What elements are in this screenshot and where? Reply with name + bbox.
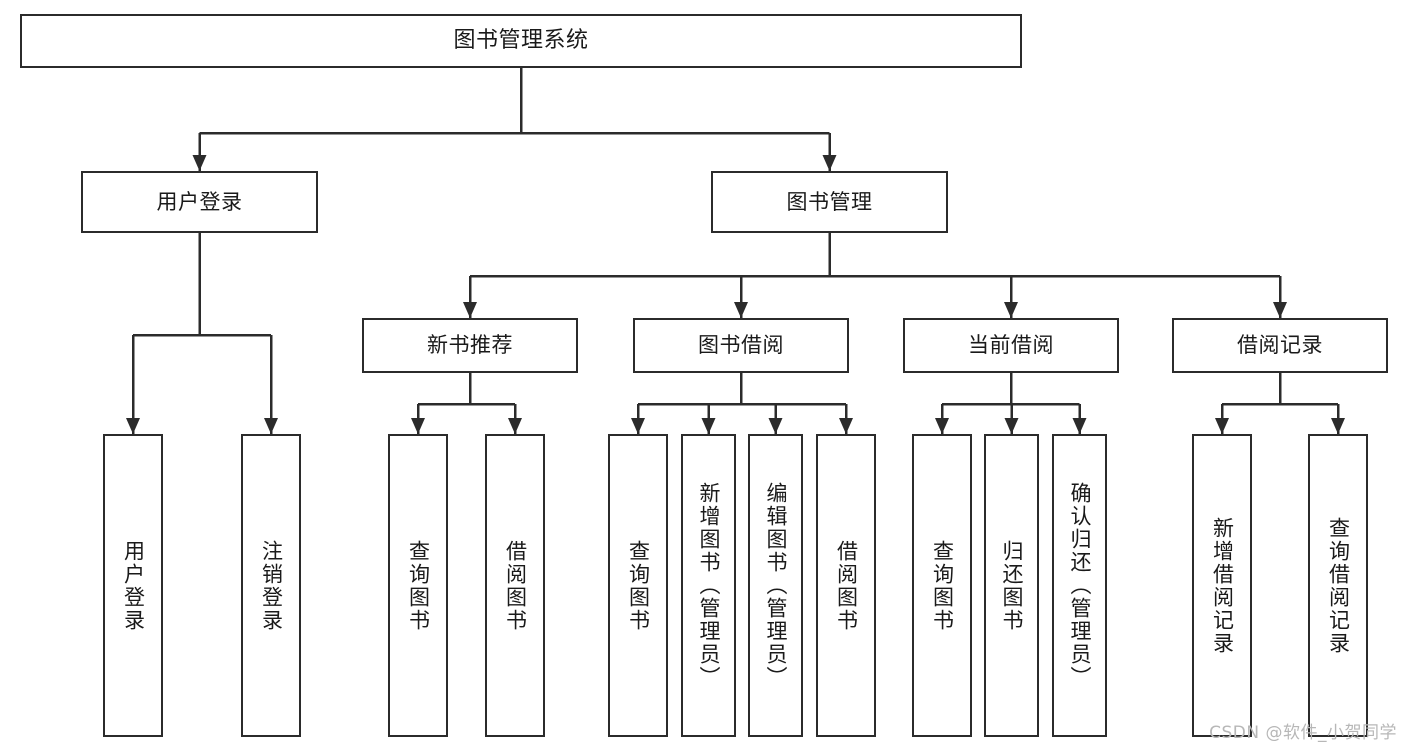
node-label: 借阅图书 bbox=[503, 539, 528, 632]
node-label: 注销登录 bbox=[259, 539, 284, 632]
node-label: 图书借阅 bbox=[698, 333, 784, 358]
node-label: 借阅图书 bbox=[834, 539, 859, 632]
node-leaf-leaf-user-login[interactable]: 用户登录 bbox=[103, 434, 163, 737]
node-l3-new-book-rec[interactable]: 新书推荐 bbox=[362, 318, 578, 373]
node-label: 确认归还（管理员） bbox=[1068, 482, 1092, 689]
node-leaf-leaf-confirm-return[interactable]: 确认归还（管理员） bbox=[1052, 434, 1107, 737]
node-label: 查询图书 bbox=[406, 539, 431, 632]
node-label: 查询图书 bbox=[626, 539, 651, 632]
node-leaf-leaf-add-book[interactable]: 新增图书（管理员） bbox=[681, 434, 736, 737]
node-leaf-leaf-edit-book[interactable]: 编辑图书（管理员） bbox=[748, 434, 803, 737]
node-l3-book-borrow[interactable]: 图书借阅 bbox=[633, 318, 849, 373]
node-l2-user-login[interactable]: 用户登录 bbox=[81, 171, 318, 233]
node-label: 新增图书（管理员） bbox=[697, 482, 721, 689]
node-label: 图书管理 bbox=[786, 189, 873, 214]
node-label: 借阅记录 bbox=[1237, 333, 1323, 358]
node-leaf-leaf-borrow-book-1[interactable]: 借阅图书 bbox=[485, 434, 545, 737]
node-leaf-leaf-query-record[interactable]: 查询借阅记录 bbox=[1308, 434, 1368, 737]
node-label: 新增借阅记录 bbox=[1210, 516, 1235, 655]
node-l2-book-manage[interactable]: 图书管理 bbox=[711, 171, 948, 233]
node-root-root[interactable]: 图书管理系统 bbox=[20, 14, 1022, 68]
node-leaf-leaf-add-record[interactable]: 新增借阅记录 bbox=[1192, 434, 1252, 737]
node-label: 查询图书 bbox=[930, 539, 955, 632]
node-leaf-leaf-query-book-2[interactable]: 查询图书 bbox=[608, 434, 668, 737]
node-label: 图书管理系统 bbox=[453, 28, 589, 54]
node-label: 查询借阅记录 bbox=[1326, 516, 1351, 655]
watermark-label: CSDN @软件_小贺同学 bbox=[1209, 723, 1397, 743]
node-label: 编辑图书（管理员） bbox=[764, 482, 788, 689]
node-label: 新书推荐 bbox=[427, 333, 513, 358]
node-label: 用户登录 bbox=[156, 189, 243, 214]
node-label: 用户登录 bbox=[121, 539, 146, 632]
node-leaf-leaf-logout[interactable]: 注销登录 bbox=[241, 434, 301, 737]
node-leaf-leaf-borrow-book-2[interactable]: 借阅图书 bbox=[816, 434, 876, 737]
node-leaf-leaf-query-book-1[interactable]: 查询图书 bbox=[388, 434, 448, 737]
node-label: 当前借阅 bbox=[968, 333, 1054, 358]
node-leaf-leaf-return-book[interactable]: 归还图书 bbox=[984, 434, 1039, 737]
node-label: 归还图书 bbox=[1000, 539, 1024, 632]
node-l3-borrow-record[interactable]: 借阅记录 bbox=[1172, 318, 1388, 373]
node-leaf-leaf-query-book-3[interactable]: 查询图书 bbox=[912, 434, 972, 737]
node-l3-current-borrow[interactable]: 当前借阅 bbox=[903, 318, 1119, 373]
